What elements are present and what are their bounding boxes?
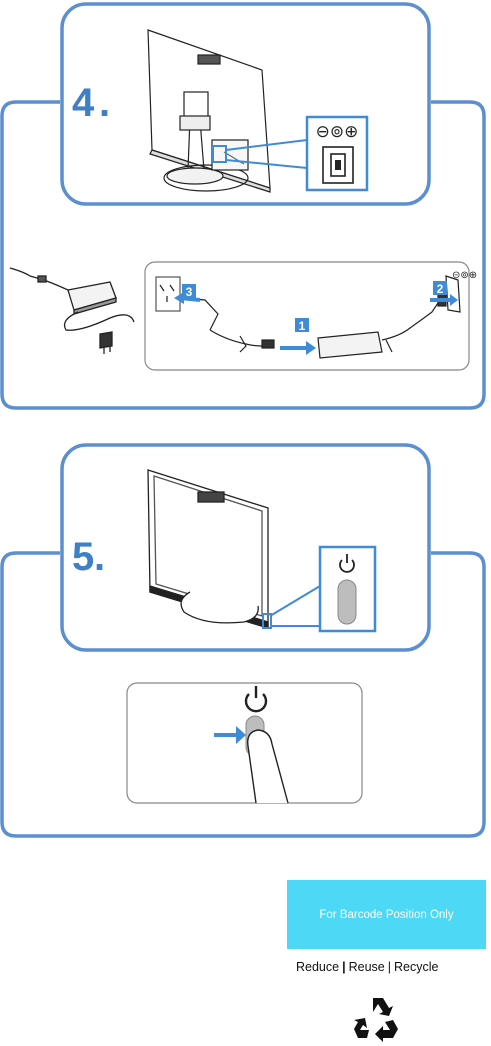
- svg-text:1: 1: [299, 319, 306, 333]
- step-4-cable-frame: [0, 100, 486, 410]
- arrow-right-icon: [306, 341, 316, 355]
- zoom-connector-5: [269, 585, 321, 627]
- connection-diagram: ⊝⊚⊕: [155, 270, 477, 359]
- callout-2: 2: [430, 281, 458, 306]
- step-5-panel: 5 .: [0, 443, 486, 838]
- barcode-placeholder: For Barcode Position Only: [287, 880, 486, 949]
- arrow-right-icon: [450, 294, 458, 306]
- svg-text:3: 3: [186, 285, 193, 299]
- reuse-label: Reuse: [348, 960, 385, 974]
- separator: |: [342, 960, 346, 974]
- zoom-connector: [225, 139, 308, 169]
- power-press-box: [126, 682, 363, 804]
- power-port-highlight: [212, 145, 227, 163]
- power-icon: [339, 554, 355, 573]
- finger-illustration: [247, 729, 289, 804]
- svg-text:2: 2: [437, 282, 444, 296]
- recycle-label: Recycle: [393, 960, 439, 974]
- callout-3: 3: [174, 284, 201, 304]
- step-5-number: 5: [72, 535, 94, 579]
- barcode-label: For Barcode Position Only: [319, 908, 454, 921]
- step-5-dot: .: [94, 535, 105, 579]
- reduce-label: Reduce: [296, 960, 340, 974]
- aio-front-illustration: [147, 469, 269, 629]
- step-5-power-frame: [0, 551, 486, 838]
- separator: |: [387, 960, 391, 974]
- callout-1: 1: [280, 318, 316, 355]
- arrow-left-icon: [174, 292, 184, 304]
- power-button-highlight: [262, 613, 272, 629]
- power-port-inset: ⊖⊚⊕: [305, 115, 369, 192]
- power-adapter-illustration: [9, 267, 135, 354]
- polarity-symbol: ⊖⊚⊕: [316, 122, 359, 142]
- reduce-reuse-recycle: Reduce|Reuse|Recycle: [296, 960, 491, 974]
- step-4-dot: .: [99, 81, 110, 125]
- power-icon: [244, 686, 268, 713]
- recycle-icon: [354, 998, 398, 1042]
- power-button-inset: [318, 545, 377, 633]
- svg-text:⊝⊚⊕: ⊝⊚⊕: [452, 270, 477, 281]
- step-4-number: 4: [72, 81, 95, 125]
- arrow-right-icon: [214, 726, 246, 744]
- step-4-panel: ⊖⊚⊕ 4 .: [0, 2, 486, 410]
